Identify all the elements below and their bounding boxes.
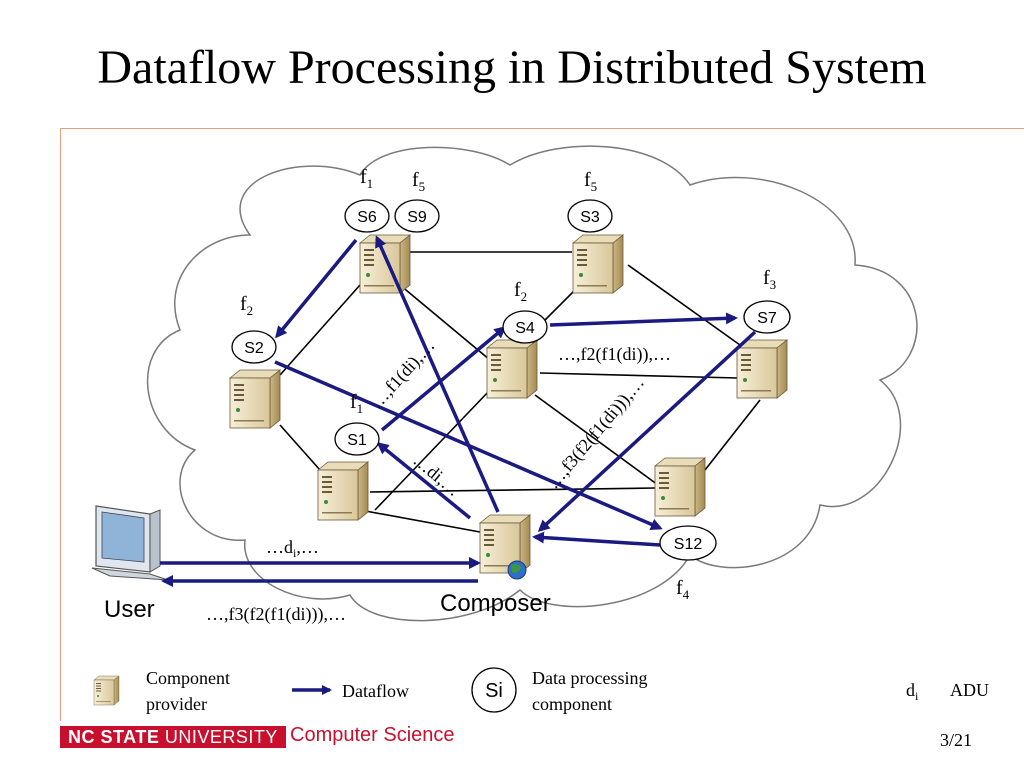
node-s4	[502, 310, 548, 344]
node-s2-label: S2	[244, 340, 264, 357]
legend-dataflow-label: Dataflow	[342, 681, 409, 701]
dataflow-arrows	[160, 235, 757, 587]
university-logo: NC STATE UNIVERSITY	[60, 726, 286, 748]
func-label-s3: f5	[584, 169, 597, 194]
server-s6-s9	[359, 234, 411, 294]
arrow-s12-to-composer	[532, 531, 661, 547]
node-s12-label: S12	[674, 536, 703, 553]
legend-data-processing: Data processing component	[532, 668, 648, 714]
server-s1	[317, 461, 369, 521]
legend-di-symbol: di	[906, 680, 919, 703]
user-to-composer-label: …di,…	[266, 537, 319, 560]
composer-to-user-label: …,f3(f2(f1(di))),…	[206, 604, 346, 625]
page-title: Dataflow Processing in Distributed Syste…	[97, 41, 927, 94]
content-panel-border	[60, 128, 1024, 721]
arrow-composer-to-s6	[375, 235, 500, 513]
node-s6	[344, 199, 390, 233]
func-label-s9: f5	[412, 169, 425, 194]
node-s12	[659, 525, 717, 561]
func-label-s4: f2	[514, 279, 527, 304]
page-number: 3/21	[940, 730, 973, 750]
node-s3	[567, 199, 613, 233]
server-s4	[486, 339, 538, 399]
func-label-s12: f4	[676, 577, 690, 602]
func-label-s6: f1	[360, 166, 373, 191]
node-s7	[743, 300, 791, 334]
node-s1-label: S1	[347, 432, 367, 449]
composer-label: Composer	[440, 590, 551, 617]
legend-component-provider: Component provider	[146, 668, 230, 714]
func-label-s2: f2	[240, 293, 253, 318]
node-s4-label: S4	[515, 320, 535, 337]
node-s3-label: S3	[580, 209, 600, 226]
node-s1	[334, 422, 380, 456]
user-label: User	[104, 596, 155, 623]
arrow-s6-to-s2	[275, 238, 358, 339]
server-s12	[654, 457, 706, 517]
server-s7	[736, 339, 788, 399]
node-s9	[394, 199, 440, 233]
func-label-s7: f3	[763, 267, 776, 292]
node-s2	[231, 330, 277, 364]
legend-server-icon	[93, 675, 120, 706]
func-label-s1: f1	[350, 391, 363, 416]
arrow-s4-to-s7	[549, 312, 738, 327]
arrow-s1-to-s4	[380, 326, 507, 432]
node-s6-label: S6	[357, 209, 377, 226]
legend-adu-label: ADU	[950, 680, 989, 700]
arrow-s7-to-composer	[537, 330, 757, 533]
node-s7-label: S7	[757, 310, 777, 327]
legend-si-label: Si	[485, 680, 503, 702]
server-s2	[229, 369, 281, 429]
legend-si-circle	[471, 667, 517, 713]
department-name: Computer Science	[290, 724, 455, 746]
server-s3	[572, 234, 624, 294]
user-computer-icon	[91, 505, 169, 581]
arrow-composer-to-s1	[376, 442, 472, 520]
s4-to-s7-label: …,f2(f1(di)),…	[558, 344, 671, 365]
node-s9-label: S9	[407, 209, 427, 226]
